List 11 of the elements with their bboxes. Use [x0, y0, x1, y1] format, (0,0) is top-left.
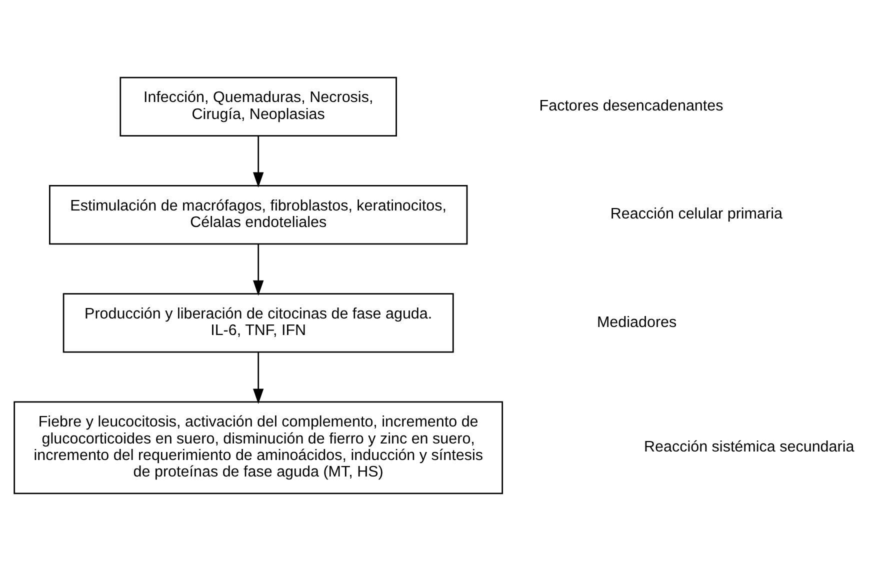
- label: Mediadores: [596, 314, 677, 331]
- label: Reacción sistémica secundaria: [644, 438, 854, 456]
- node-box: Producción y liberación de citocinas de fase aguda. IL-6, TNF, IFN: [62, 293, 454, 353]
- node-box: Estimulación de macrófagos, fibroblastos, keratinocitos, Célalas endoteliales: [49, 184, 468, 245]
- label: Factores desencadenantes: [539, 98, 724, 115]
- label: Reacción celular primaria: [610, 206, 782, 223]
- node-box: Fiebre y leucocitosis, activación del complemento, incremento de glucocorticoides en suero, disminución de fierro y zinc en suero, incremento del requerimiento de aminoácidos, inducción y síntesis de proteínas de fase aguda (MT, HS): [14, 401, 504, 494]
- arrow: [253, 244, 264, 296]
- arrow: [253, 136, 264, 188]
- node-box: Infección, Quemaduras, Necrosis, Cirugía, Neoplasias: [120, 76, 397, 136]
- arrow: [253, 352, 264, 404]
